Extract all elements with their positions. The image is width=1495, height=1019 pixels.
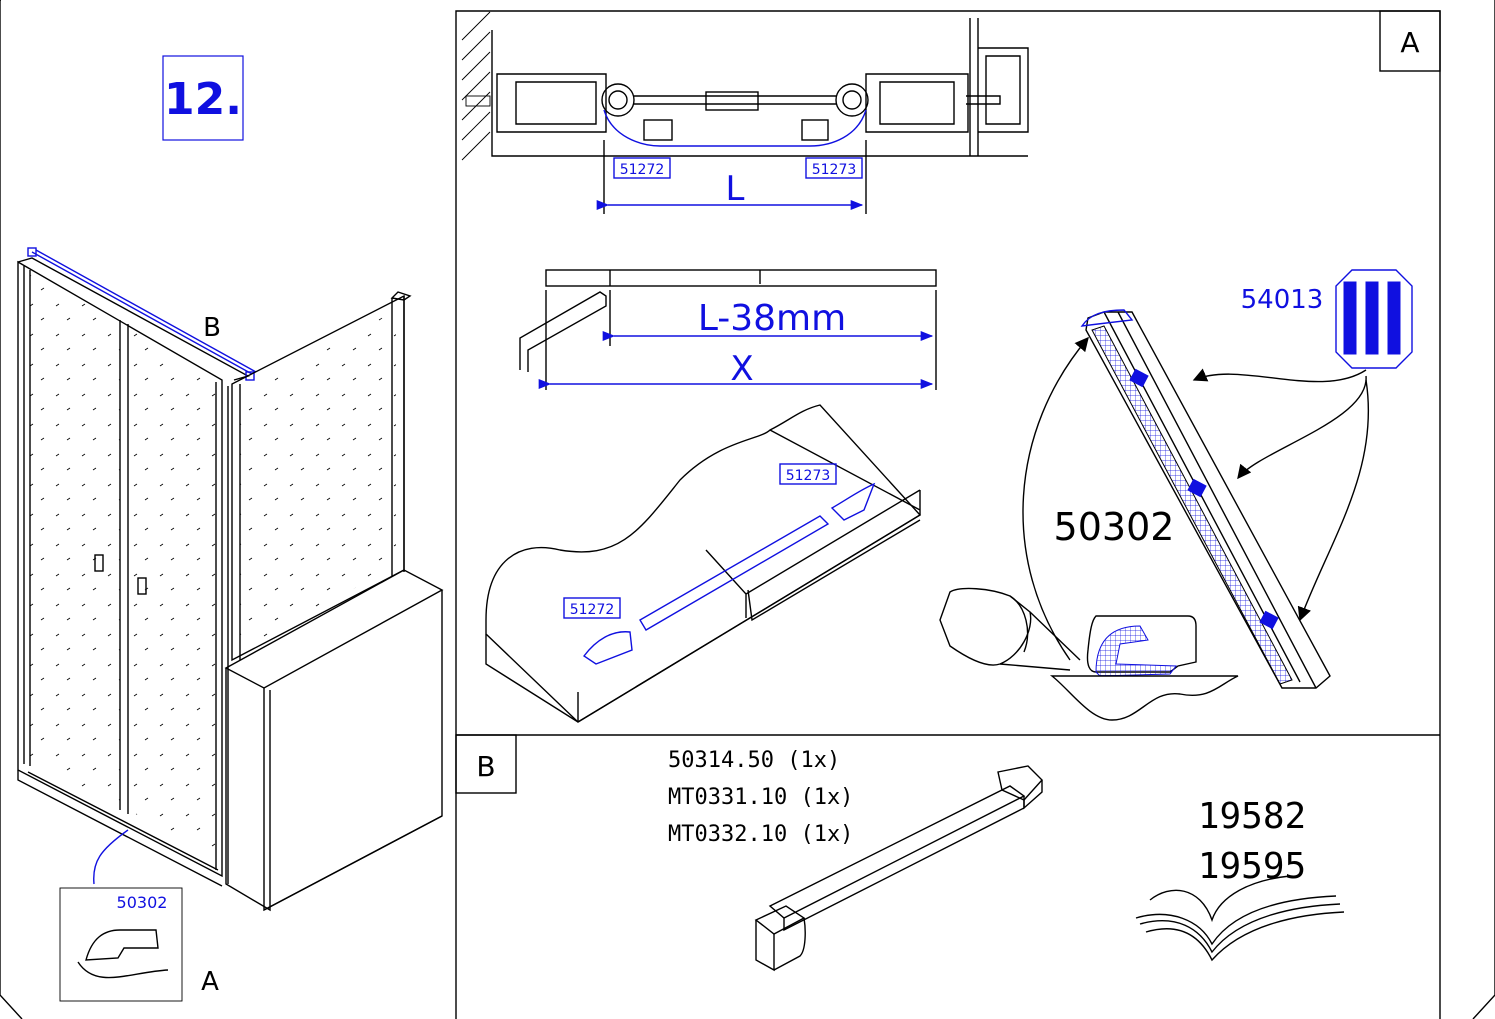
part-label-51272-iso: 51272 [563,597,621,619]
part-51272-top: 51272 [620,162,665,178]
cut-length-diagram [519,269,937,390]
panel-a-letter: A [1400,26,1419,59]
step-badge: 12. [162,55,244,141]
part-label-51272-top: 51272 [613,157,671,179]
seal-profile-drawing [1022,309,1370,689]
seal-detail-box: 50302 [59,887,183,1002]
panel-b-letter: B [476,750,495,783]
part-label-51273-top: 51273 [805,157,863,179]
top-plan-view [461,11,1029,214]
iso-mounting-view [485,404,922,723]
manual-code-2: 19595 [1198,846,1306,887]
panel-b-tag: B [455,734,517,794]
seal-part-label: 50302 [1054,505,1175,549]
dimension-l-minus-38: L-38mm [698,298,846,339]
spacer-part-label: 54013 [1241,285,1324,315]
step-number: 12. [164,74,242,125]
shower-enclosure-drawing [17,247,444,912]
manual-code-1: 19582 [1198,796,1306,837]
parts-list-item-2: MT0331.10 (1x) [668,785,853,810]
label-b-overview: B [203,313,221,343]
dimension-l: L [726,169,745,209]
dimension-x: X [730,349,753,389]
part-label-51273-iso: 51273 [779,463,837,485]
panel-a-tag: A [1379,10,1441,72]
parts-list-item-3: MT0332.10 (1x) [668,822,853,847]
label-a-overview: A [201,967,219,997]
parts-list-item-1: 50314.50 (1x) [668,748,840,773]
seal-section-detail [939,587,1239,721]
detail-frame [455,10,1441,1019]
part-51273-iso: 51273 [786,468,831,484]
part-51272-iso: 51272 [570,602,615,618]
seal-detail-part: 50302 [117,893,168,912]
part-51273-top: 51273 [812,162,857,178]
stabiliser-bar-drawing [754,765,1043,972]
manual-book-icon [1135,875,1345,962]
spacer-icon [1335,269,1413,369]
